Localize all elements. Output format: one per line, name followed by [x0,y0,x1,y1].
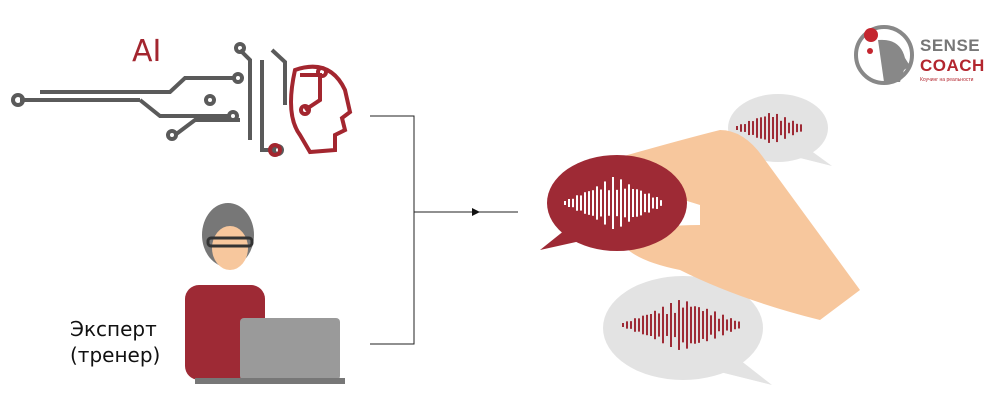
expert-label-line2: (тренер) [70,343,161,367]
logo-coach-text: COACH [920,56,985,75]
logo-sense-text: SENSE [920,36,981,55]
expert-label: Эксперт (тренер) [70,316,160,368]
sound-wave-icon [736,113,802,143]
ai-label: AI [132,34,162,69]
ai-head-icon [268,64,353,157]
expert-illustration [185,203,345,384]
arrow-head-icon [472,208,480,216]
connector-lines [370,115,518,345]
sound-wave-icon [564,177,662,229]
logo-tagline: Коучинг на реальности [920,77,974,83]
expert-label-line1: Эксперт [70,317,157,341]
sound-wave-icon [622,300,740,350]
sense-coach-logo-icon [854,25,914,85]
